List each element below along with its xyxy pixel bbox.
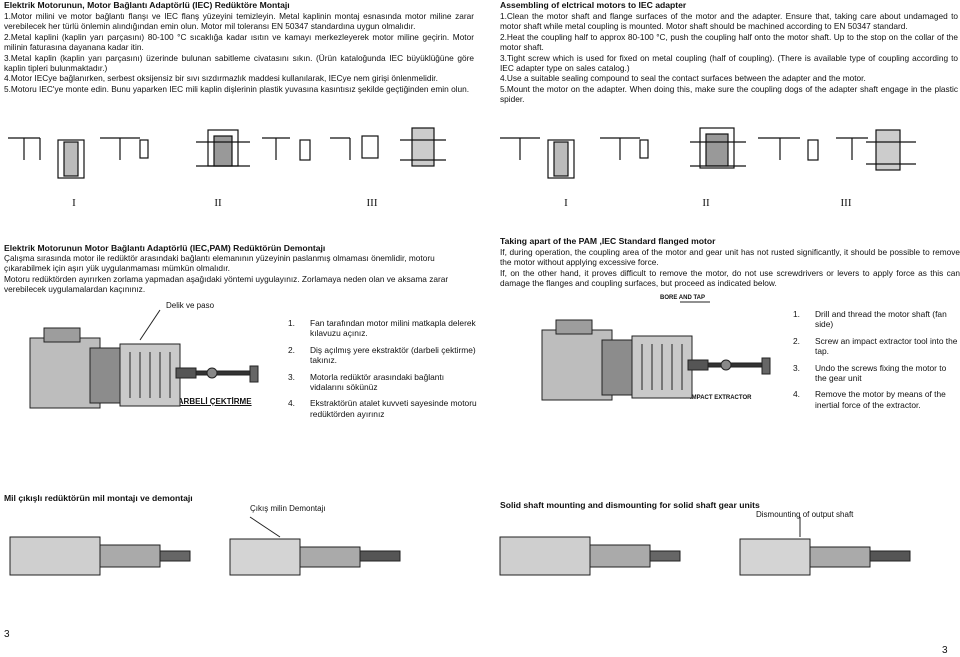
en-step-3: 3. Undo the screws fixing the motor to t… [793, 362, 947, 384]
tr-step-4: 4. Ekstraktörün atalet kuvveti sayesinde… [288, 398, 477, 419]
label-impact-extractor-en: IMPACT EXTRACTOR [690, 395, 752, 401]
en-assembly-step-5: 5.Mount the motor on the adapter. When d… [500, 83, 958, 105]
tr-assembly-step-2: 2.Metal kaplini (kaplin yarı parçasını) … [4, 31, 474, 53]
en-dismantle-para-2: If, on the other hand, it proves difficu… [500, 267, 960, 289]
en-dismantle-para-1: If, during operation, the coupling area … [500, 247, 960, 268]
en-dismantle-title: Taking apart of the PAM ,IEC Standard fl… [500, 236, 716, 246]
tr-dismantle-text: Çalışma sırasında motor ile redüktör ara… [4, 253, 474, 295]
en-dismantle-steps: 1. Drill and thread the motor shaft (fan… [793, 309, 958, 410]
en-motor-diagram [541, 301, 771, 401]
tr-step-3: 3. Motorla redüktör arasındaki bağlantı … [288, 371, 445, 393]
tr-shaft-label: Çıkış milin Demontajı [250, 504, 326, 513]
en-step-2: 2. Screw an impact extractor tool into t… [793, 335, 958, 357]
tr-step-2: 2. Diş açılmış yere ekstraktör (darbeli … [288, 344, 476, 366]
step-roman-1-en: I [564, 197, 568, 209]
tr-assembly-step-5: 5.Motoru IEC'ye monte edin. Bunu yaparke… [4, 83, 470, 94]
tr-assembly-step-4: 4.Motor IECye bağlanırken, serbest oksij… [4, 73, 438, 84]
label-impact-extractor-tr: DARBELİ ÇEKTİRME [172, 397, 252, 406]
tr-dismantle-para-1: Çalışma sırasında motor ile redüktör ara… [4, 253, 435, 274]
tr-dismantle-para-2: Motoru redüktörden ayırırken zorlama yap… [4, 273, 449, 295]
shaft-diagram-row [9, 516, 911, 576]
en-shaft-title: Solid shaft mounting and dismounting for… [500, 500, 760, 510]
assembly-diagram-row: I II III I II III [8, 127, 916, 209]
tr-assembly-step-1: 1.Motor milini ve motor bağlantı flanşı … [4, 11, 474, 32]
step-roman-3-en: III [841, 197, 852, 209]
en-shaft-label: Dismounting of output shaft [756, 510, 854, 519]
tr-shaft-title: Mil çıkışlı redüktörün mil montajı ve de… [4, 493, 193, 503]
tr-dismantle-title: Elektrik Motorunun Motor Bağlantı Adaptö… [4, 243, 326, 253]
page-number-left: 3 [4, 629, 10, 640]
tr-step-1: 1. Fan tarafından motor milini matkapla … [288, 318, 476, 339]
tr-assembly-step-3: 3.Metal kaplin (kaplin yarı parçasını) ü… [4, 52, 474, 74]
en-dismantle-text: If, during operation, the coupling area … [500, 247, 960, 289]
step-roman-1: I [72, 197, 76, 209]
en-assembly-step-4: 4.Use a suitable sealing compound to sea… [500, 73, 866, 84]
label-drill: Delik ve paso [166, 301, 215, 310]
tr-dismantle-steps: 1. Fan tarafından motor milini matkapla … [288, 318, 478, 419]
en-assembly-title: Assembling of elctrical motors to IEC ad… [500, 0, 687, 10]
tr-assembly-text: 1.Motor milini ve motor bağlantı flanşı … [4, 11, 474, 94]
page-number-right: 3 [942, 645, 948, 656]
step-roman-2-en: II [702, 197, 710, 209]
en-assembly-step-2: 2.Heat the coupling half to approx 80-10… [500, 31, 958, 53]
en-step-4: 4. Remove the motor by means of the iner… [793, 389, 946, 410]
en-assembly-step-3: 3.Tight screw which is used for fixed on… [500, 52, 958, 74]
tr-assembly-title: Elektrik Motorunun, Motor Bağlantı Adapt… [4, 0, 290, 10]
tr-motor-diagram [29, 309, 259, 409]
label-bore-and-tap: BORE AND TAP [660, 295, 705, 301]
en-assembly-text: 1.Clean the motor shaft and flange surfa… [500, 11, 958, 105]
en-assembly-step-1: 1.Clean the motor shaft and flange surfa… [500, 11, 958, 32]
step-roman-3: III [367, 197, 378, 209]
step-roman-2: II [214, 197, 222, 209]
en-step-1: 1. Drill and thread the motor shaft (fan… [793, 309, 947, 330]
